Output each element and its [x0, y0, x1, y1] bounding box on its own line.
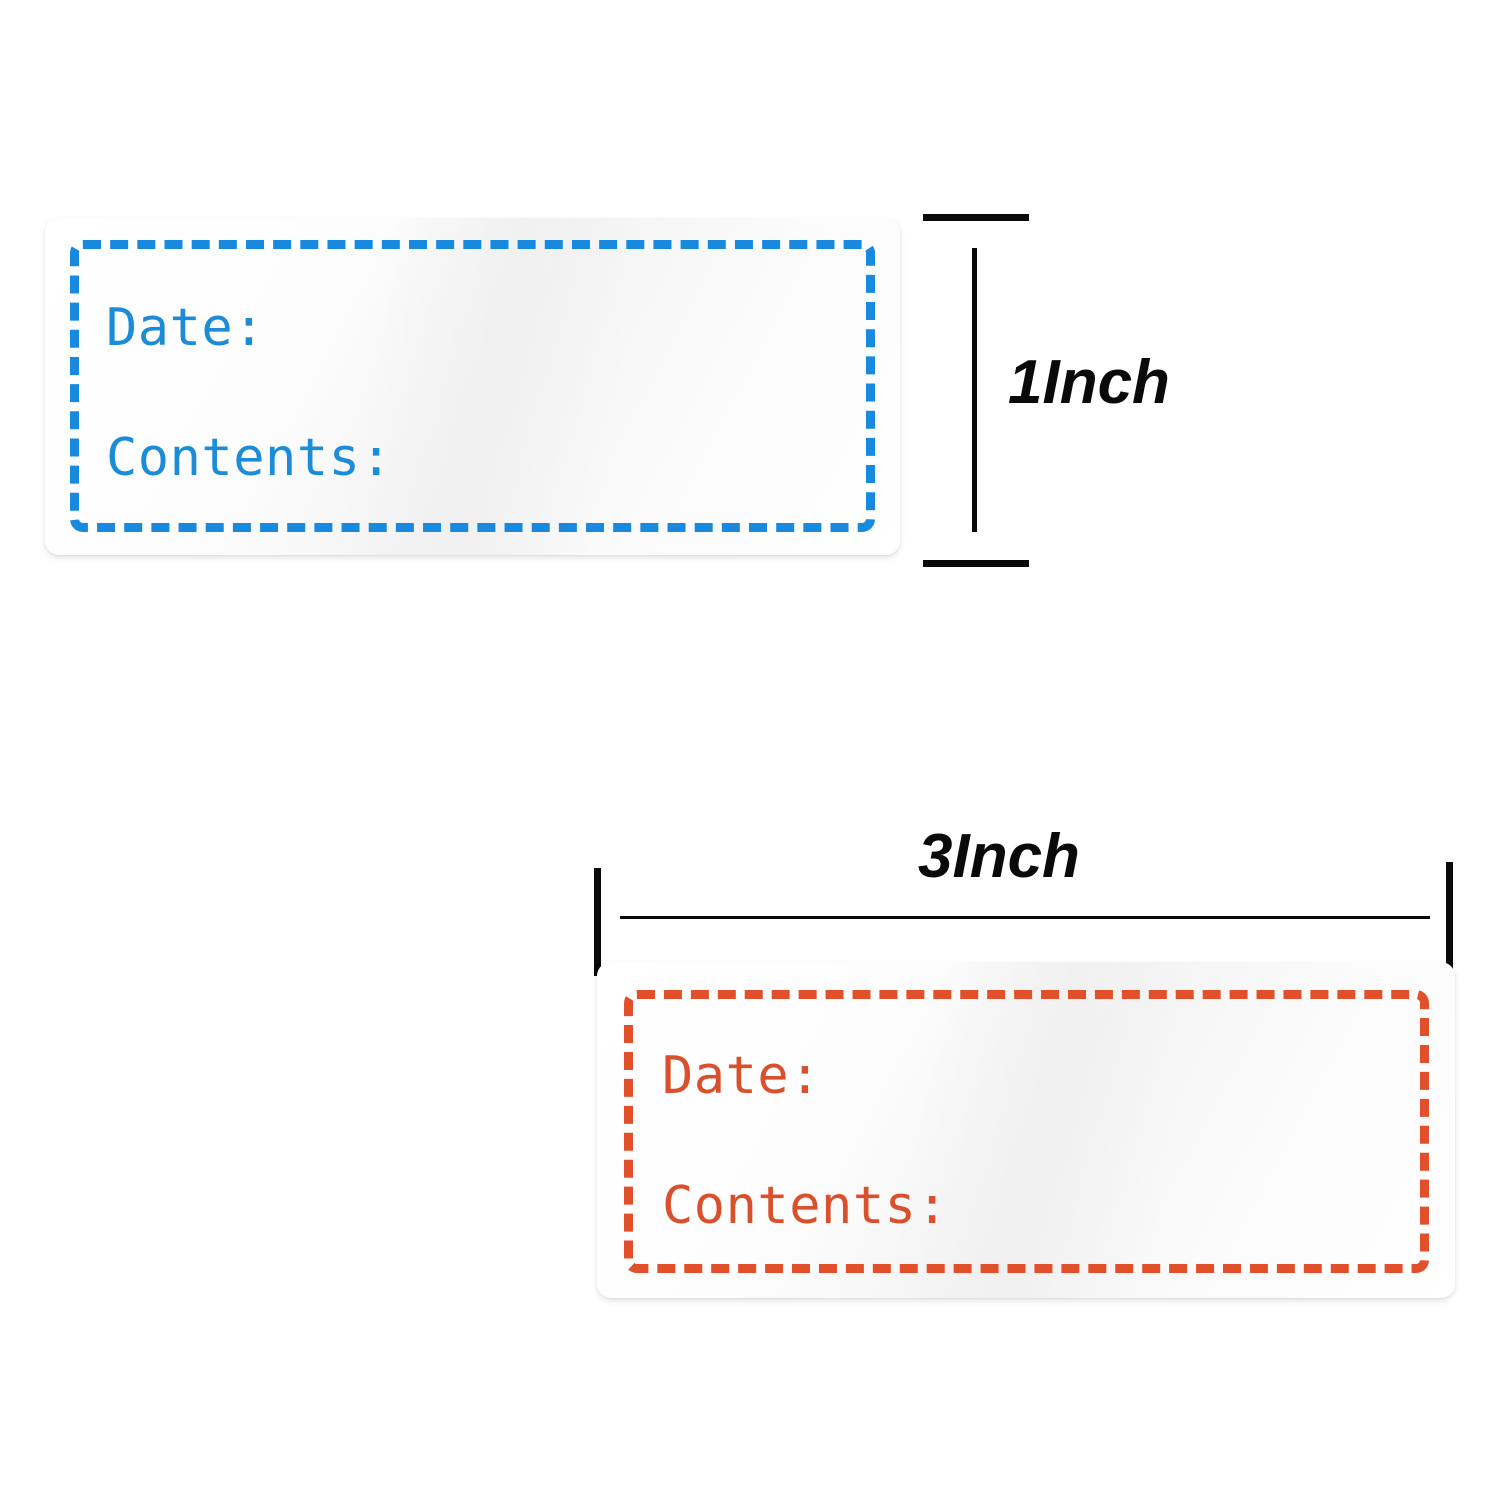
blue-label-date-field-label: Date:	[106, 298, 266, 358]
red-label-date-field-label: Date:	[662, 1046, 822, 1106]
blue-label-card	[45, 218, 900, 555]
width-dimension-right-cap	[1446, 862, 1453, 970]
red-label-contents-field-label: Contents:	[662, 1176, 949, 1236]
width-dimension-line	[620, 916, 1430, 919]
red-label-dashed-border	[624, 990, 1429, 1273]
width-dimension-label: 3Inch	[918, 822, 1080, 891]
height-dimension-bottom-cap	[923, 560, 1029, 567]
blue-label-dashed-border	[70, 240, 875, 532]
height-dimension-top-cap	[923, 214, 1029, 221]
height-dimension-line	[972, 248, 977, 532]
blue-label-contents-field-label: Contents:	[106, 428, 393, 488]
height-dimension-label: 1Inch	[1008, 348, 1170, 417]
red-label-card	[597, 962, 1455, 1298]
width-dimension-left-cap	[594, 868, 601, 976]
